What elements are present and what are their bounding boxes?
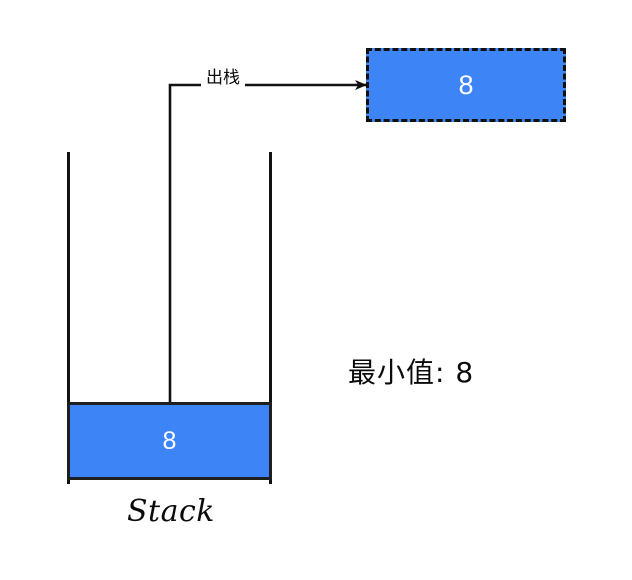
popped-element-box: 8 — [366, 48, 566, 122]
stack-left-wall — [67, 152, 70, 484]
stack-container: 8 — [66, 150, 276, 484]
popped-element-value: 8 — [458, 69, 474, 100]
stack-element-value: 8 — [162, 426, 177, 455]
pop-arrow-label: 出栈 — [201, 70, 245, 87]
pop-arrow-path — [168, 80, 367, 404]
stack-caption: Stack — [127, 494, 215, 529]
minimum-value-annotation: 最小值: 8 — [348, 356, 475, 389]
stack-right-wall — [269, 152, 272, 484]
stack-element-bottom: 8 — [67, 402, 272, 480]
